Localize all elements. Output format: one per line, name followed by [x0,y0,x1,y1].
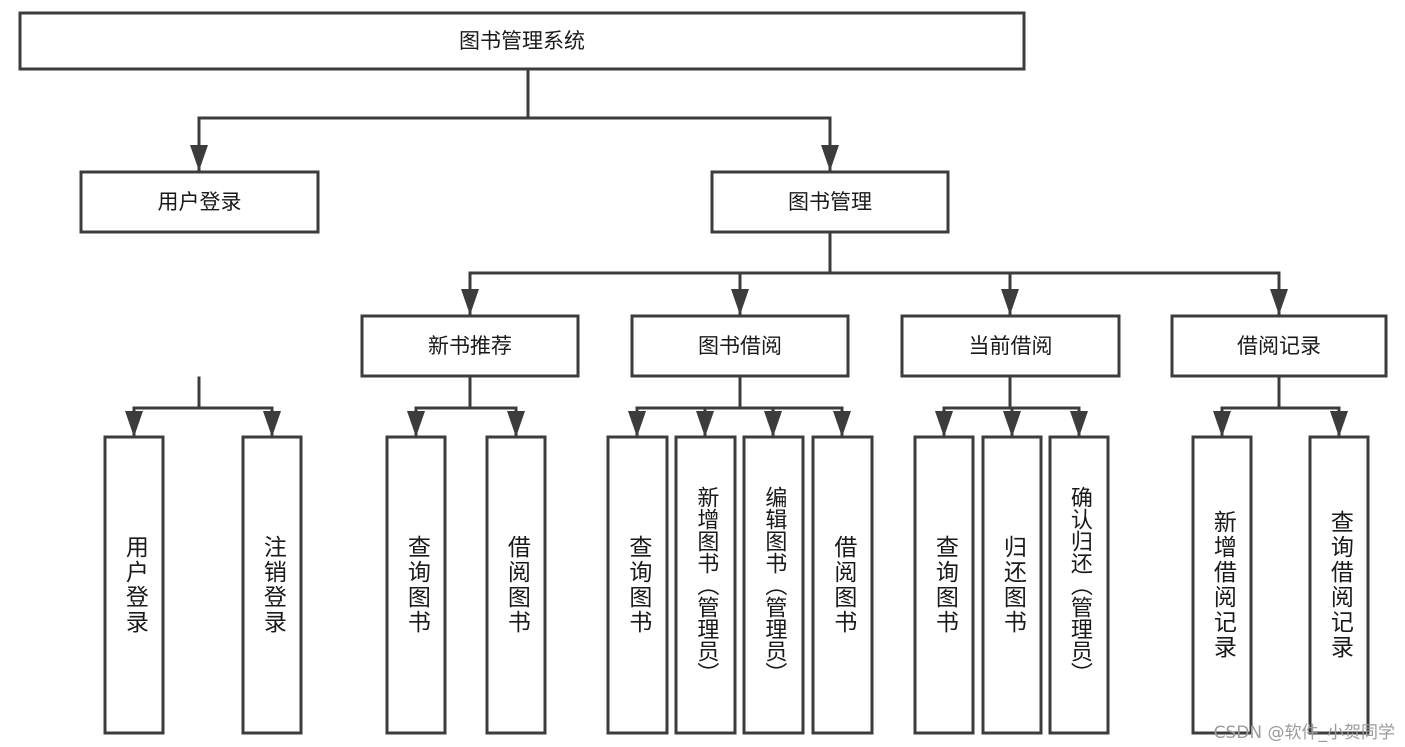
node-box-borrow-record[interactable] [1170,314,1388,378]
node-box-leaf-query-book-current[interactable] [913,435,975,735]
node-current-borrow[interactable]: 当前借阅 [900,314,1121,378]
node-root[interactable]: 图书管理系统 [18,11,1026,71]
node-leaf-user-login[interactable] [103,435,165,735]
node-user-login[interactable]: 用户登录 [79,170,320,234]
node-box-leaf-query-book-borrow[interactable] [606,435,669,735]
arrow-head-icon [1213,411,1231,437]
node-borrow-record[interactable]: 借阅记录 [1170,314,1388,378]
node-leaf-query-book-current[interactable] [913,435,975,735]
arrow-head-icon [507,411,525,437]
arrow-head-icon [190,145,208,171]
node-leaf-query-book-borrow[interactable] [606,435,669,735]
node-leaf-borrow-book[interactable] [811,435,874,735]
node-label-borrow-record: 借阅记录 [1237,334,1321,358]
connector-layer [125,67,1348,438]
arrow-head-icon [696,411,714,437]
node-box-leaf-user-logout[interactable] [241,435,303,735]
node-box-root[interactable] [18,11,1026,71]
node-label-user-login: 用户登录 [158,190,242,214]
arrow-head-icon [1270,289,1288,315]
node-box-new-book-recommend[interactable] [360,314,580,378]
arrow-head-icon [1070,411,1088,437]
node-leaf-add-borrow-record[interactable] [1191,435,1253,735]
node-box-leaf-add-borrow-record[interactable] [1191,435,1253,735]
node-label-root: 图书管理系统 [459,29,585,53]
arrow-head-icon [407,411,425,437]
node-box-book-manage[interactable] [710,170,950,234]
node-box-leaf-confirm-return-admin[interactable] [1048,435,1110,735]
node-box-leaf-return-book[interactable] [981,435,1043,735]
node-box-current-borrow[interactable] [900,314,1121,378]
arrow-head-icon [764,411,782,437]
node-leaf-edit-book-admin[interactable] [742,435,805,735]
node-label-current-borrow: 当前借阅 [969,334,1053,358]
arrow-head-icon [833,411,851,437]
node-leaf-return-book[interactable] [981,435,1043,735]
node-box-user-login[interactable] [79,170,320,234]
node-leaf-borrow-book-rec[interactable] [485,435,547,735]
node-leaf-query-book-rec[interactable] [385,435,447,735]
node-label-book-manage: 图书管理 [788,190,872,214]
node-box-leaf-user-login[interactable] [103,435,165,735]
node-box-leaf-borrow-book-rec[interactable] [485,435,547,735]
node-box-leaf-edit-book-admin[interactable] [742,435,805,735]
arrow-head-icon [935,411,953,437]
arrow-head-icon [263,411,281,437]
node-box-leaf-query-book-rec[interactable] [385,435,447,735]
node-leaf-add-book-admin[interactable] [674,435,737,735]
node-book-manage[interactable]: 图书管理 [710,170,950,234]
node-box-book-borrow[interactable] [630,314,850,378]
node-leaf-query-borrow-record[interactable] [1308,435,1370,735]
node-leaf-confirm-return-admin[interactable] [1048,435,1110,735]
node-label-book-borrow: 图书借阅 [698,334,782,358]
node-leaf-user-logout[interactable] [241,435,303,735]
arrow-head-icon [461,289,479,315]
arrow-head-icon [1003,411,1021,437]
arrow-head-icon [1330,411,1348,437]
node-label-new-book-recommend: 新书推荐 [428,334,512,358]
node-new-book-recommend[interactable]: 新书推荐 [360,314,580,378]
node-box-leaf-query-borrow-record[interactable] [1308,435,1370,735]
arrow-head-icon [731,289,749,315]
node-box-leaf-add-book-admin[interactable] [674,435,737,735]
node-box-leaf-borrow-book[interactable] [811,435,874,735]
arrow-head-icon [125,411,143,437]
arrow-head-icon [821,145,839,171]
csdn-watermark: CSDN @软件_小贺同学 [1213,723,1395,743]
node-book-borrow[interactable]: 图书借阅 [630,314,850,378]
arrow-head-icon [1001,289,1019,315]
arrow-head-icon [628,411,646,437]
